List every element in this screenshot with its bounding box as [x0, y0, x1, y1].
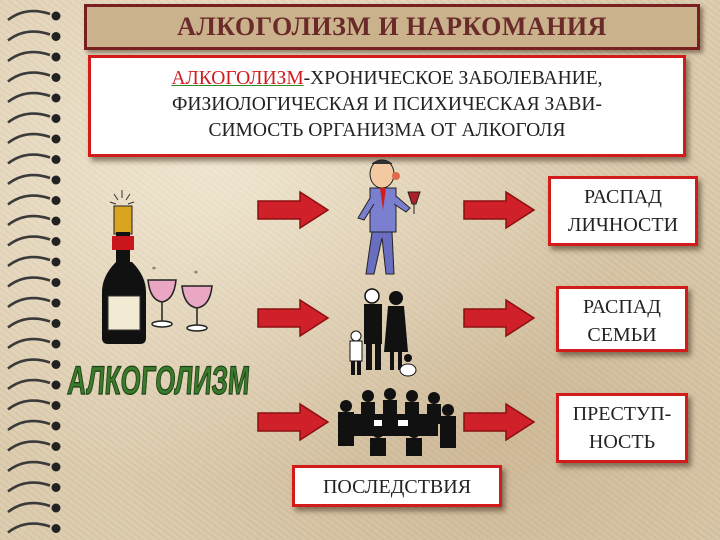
spiral-hole	[52, 483, 61, 492]
arrow-right-icon	[256, 190, 330, 230]
svg-text:*: *	[152, 265, 156, 274]
spiral-hole	[52, 442, 61, 451]
spiral-ring	[8, 216, 50, 225]
spiral-hole	[52, 463, 61, 472]
arrow-right-icon	[462, 190, 536, 230]
spiral-hole	[52, 360, 61, 369]
spiral-ring	[8, 32, 50, 41]
word-art-text: АЛКОГОЛИЗМ	[66, 359, 251, 403]
drunk-man-icon	[352, 158, 436, 282]
spiral-ring	[8, 52, 50, 61]
spiral-hole	[52, 422, 61, 431]
spiral-hole	[52, 94, 61, 103]
definition-box: АЛКОГОЛИЗМ-ХРОНИЧЕСКОЕ ЗАБОЛЕВАНИЕ, ФИЗИ…	[88, 55, 686, 157]
spiral-hole	[52, 319, 61, 328]
svg-text:*: *	[194, 269, 198, 278]
definition-line-1: АЛКОГОЛИЗМ-ХРОНИЧЕСКОЕ ЗАБОЛЕВАНИЕ,	[91, 66, 683, 92]
result-line: ЛИЧНОСТИ	[551, 211, 695, 239]
spiral-hole	[52, 114, 61, 123]
spiral-ring	[8, 257, 50, 266]
spiral-ring	[8, 114, 50, 123]
spiral-hole	[52, 135, 61, 144]
spiral-ring	[8, 278, 50, 287]
definition-line-2: ФИЗИОЛОГИЧЕСКАЯ И ПСИХИЧЕСКАЯ ЗАВИ-	[91, 92, 683, 118]
spiral-ring	[8, 421, 50, 430]
spiral-ring	[8, 93, 50, 102]
result-box-family: РАСПАД СЕМЬИ	[556, 286, 688, 352]
spiral-ring	[8, 380, 50, 389]
spiral-ring	[8, 524, 50, 533]
spiral-hole	[52, 278, 61, 287]
spiral-ring	[8, 237, 50, 246]
spiral-ring	[8, 319, 50, 328]
group-meeting-icon	[334, 386, 458, 458]
spiral-hole	[52, 401, 61, 410]
result-line: РАСПАД	[551, 183, 695, 211]
spiral-hole	[52, 504, 61, 513]
spiral-hole	[52, 53, 61, 62]
spiral-hole	[52, 258, 61, 267]
spiral-hole	[52, 196, 61, 205]
spiral-ring	[8, 11, 50, 20]
definition-line-3: СИМОСТЬ ОРГАНИЗМА ОТ АЛКОГОЛЯ	[91, 118, 683, 144]
result-line: ПРЕСТУП-	[559, 400, 685, 428]
wine-glasses-icon: **	[144, 262, 220, 334]
spiral-hole	[52, 381, 61, 390]
spiral-ring	[8, 155, 50, 164]
spiral-binding	[0, 0, 70, 540]
spiral-hole	[52, 237, 61, 246]
result-line: СЕМЬИ	[559, 321, 685, 349]
definition-term: АЛКОГОЛИЗМ	[171, 68, 303, 89]
result-box-personality: РАСПАД ЛИЧНОСТИ	[548, 176, 698, 246]
spiral-hole	[52, 73, 61, 82]
spiral-hole	[52, 12, 61, 21]
result-line: РАСПАД	[559, 293, 685, 321]
family-icon	[342, 286, 428, 382]
spiral-ring	[8, 503, 50, 512]
spiral-ring	[8, 462, 50, 471]
arrow-right-icon	[462, 402, 536, 442]
spiral-ring	[8, 196, 50, 205]
spiral-hole	[52, 155, 61, 164]
consequences-box: ПОСЛЕДСТВИЯ	[292, 465, 502, 507]
spiral-hole	[52, 32, 61, 41]
spiral-ring	[8, 401, 50, 410]
definition-line-1-rest: -ХРОНИЧЕСКОЕ ЗАБОЛЕВАНИЕ,	[304, 68, 603, 89]
word-art-title: АЛКОГОЛИЗМ	[66, 348, 256, 404]
spiral-ring	[8, 298, 50, 307]
result-box-crime: ПРЕСТУП- НОСТЬ	[556, 393, 688, 463]
spiral-hole	[52, 299, 61, 308]
arrow-right-icon	[256, 298, 330, 338]
spiral-ring	[8, 134, 50, 143]
arrow-right-icon	[256, 402, 330, 442]
slide-title: АЛКОГОЛИЗМ И НАРКОМАНИЯ	[84, 4, 700, 50]
spiral-hole	[52, 524, 61, 533]
spiral-hole	[52, 217, 61, 226]
spiral-ring	[8, 73, 50, 82]
spiral-hole	[52, 340, 61, 349]
spiral-ring	[8, 360, 50, 369]
spiral-ring	[8, 339, 50, 348]
spiral-ring	[8, 483, 50, 492]
spiral-ring	[8, 442, 50, 451]
spiral-ring	[8, 175, 50, 184]
arrow-right-icon	[462, 298, 536, 338]
spiral-hole	[52, 176, 61, 185]
result-line: НОСТЬ	[559, 428, 685, 456]
